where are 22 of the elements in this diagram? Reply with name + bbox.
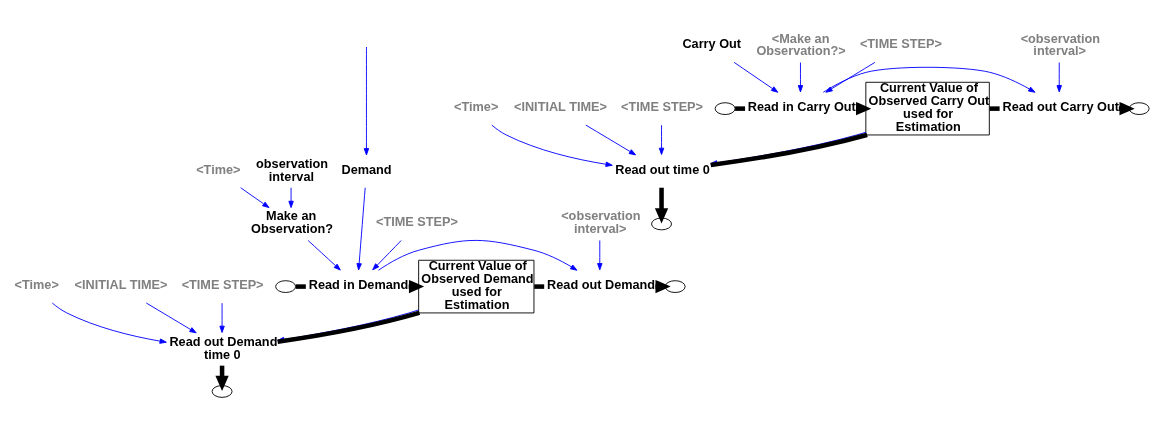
- node-text: Demand: [341, 161, 392, 177]
- node-text: <Time>: [14, 277, 59, 293]
- node-text: <INITIAL TIME>: [513, 99, 607, 115]
- node-text: <Make an Observation?>: [756, 30, 846, 59]
- node-text: <Time>: [196, 161, 241, 177]
- node-text: Read in Demand: [308, 277, 409, 293]
- node-text: Carry Out: [682, 36, 742, 52]
- node-text: Read out Demand time 0: [169, 333, 278, 362]
- node-text: Read out Carry Out: [1002, 99, 1119, 115]
- node-text: Read in Carry Out: [747, 99, 856, 115]
- node-text: <TIME STEP>: [181, 277, 264, 293]
- node-text: <INITIAL TIME>: [74, 277, 168, 293]
- node-text: Read out time 0: [615, 161, 710, 177]
- node-text: <observation interval>: [561, 208, 641, 237]
- node-text: Read out Demand: [547, 277, 656, 293]
- node-text: <TIME STEP>: [375, 214, 458, 230]
- node-text: Make an Observation?: [251, 208, 334, 237]
- node-text: <TIME STEP>: [859, 36, 942, 52]
- node-text: observation interval: [256, 155, 329, 184]
- node-text: <Time>: [454, 99, 499, 115]
- node-text: <observation interval>: [1020, 30, 1101, 59]
- node-text: <TIME STEP>: [621, 99, 704, 115]
